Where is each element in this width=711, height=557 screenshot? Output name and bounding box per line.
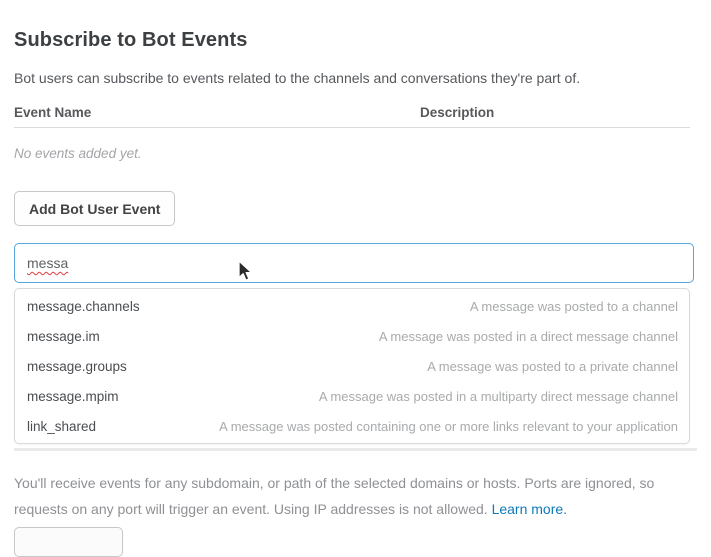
table-header-divider	[14, 127, 690, 128]
suggestion-item[interactable]: message.groups A message was posted to a…	[15, 351, 689, 381]
page-subtitle: Bot users can subscribe to events relate…	[14, 70, 581, 86]
suggestion-event-description: A message was posted in a multiparty dir…	[318, 388, 678, 404]
event-suggestions-dropdown: message.channels A message was posted to…	[14, 288, 690, 444]
suggestion-event-name: message.mpim	[27, 388, 119, 404]
partially-visible-button[interactable]	[14, 527, 123, 557]
suggestion-event-name: message.groups	[27, 358, 127, 374]
suggestion-event-name: link_shared	[27, 418, 97, 434]
add-bot-user-event-button[interactable]: Add Bot User Event	[14, 191, 176, 226]
suggestion-event-description: A message was posted containing one or m…	[219, 418, 678, 434]
empty-state-text: No events added yet.	[14, 146, 142, 161]
footer-note-line1: You'll receive events for any subdomain,…	[14, 475, 655, 491]
column-header-event-name: Event Name	[14, 105, 92, 120]
footer-note-line2: requests on any port will trigger an eve…	[14, 501, 488, 517]
suggestion-event-name: message.channels	[27, 298, 140, 314]
suggestion-event-name: message.im	[27, 328, 100, 344]
subscribe-bot-events-section: Subscribe to Bot Events Bot users can su…	[14, 29, 697, 557]
section-divider	[14, 448, 697, 451]
suggestion-event-description: A message was posted to a channel	[469, 298, 678, 314]
suggestion-item[interactable]: message.mpim A message was posted in a m…	[15, 381, 689, 411]
column-header-description: Description	[420, 105, 495, 120]
suggestion-event-description: A message was posted in a direct message…	[378, 328, 678, 344]
suggestion-event-description: A message was posted to a private channe…	[427, 358, 678, 374]
footer-note: You'll receive events for any subdomain,…	[14, 470, 692, 522]
suggestion-item[interactable]: link_shared A message was posted contain…	[15, 411, 689, 441]
page-title: Subscribe to Bot Events	[14, 29, 248, 52]
learn-more-link[interactable]: Learn more.	[491, 501, 568, 517]
suggestion-item[interactable]: message.channels A message was posted to…	[15, 291, 689, 321]
event-search-input-value: messa	[27, 255, 69, 271]
event-search-input[interactable]: messa	[14, 243, 694, 283]
suggestion-item[interactable]: message.im A message was posted in a dir…	[15, 321, 689, 351]
